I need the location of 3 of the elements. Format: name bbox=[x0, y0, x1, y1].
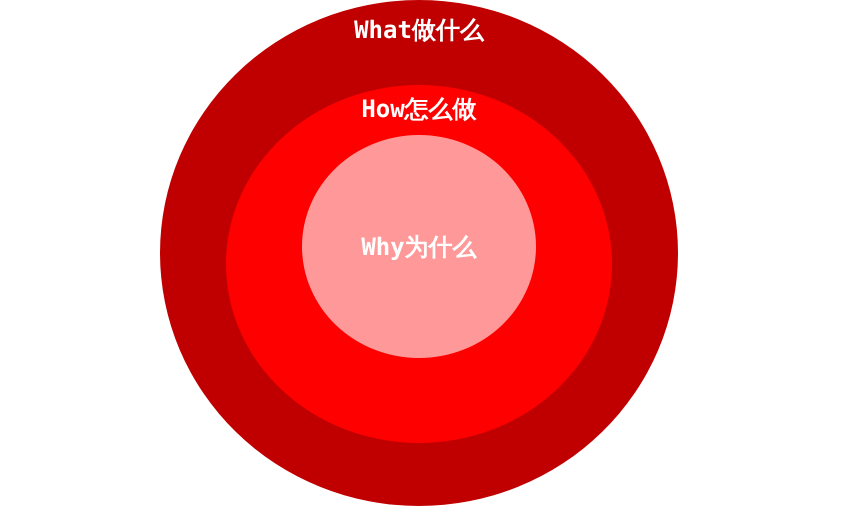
circle-label: Why为什么 bbox=[361, 232, 477, 262]
circle-label: How怎么做 bbox=[361, 94, 477, 125]
circle-label: What做什么 bbox=[354, 15, 484, 46]
